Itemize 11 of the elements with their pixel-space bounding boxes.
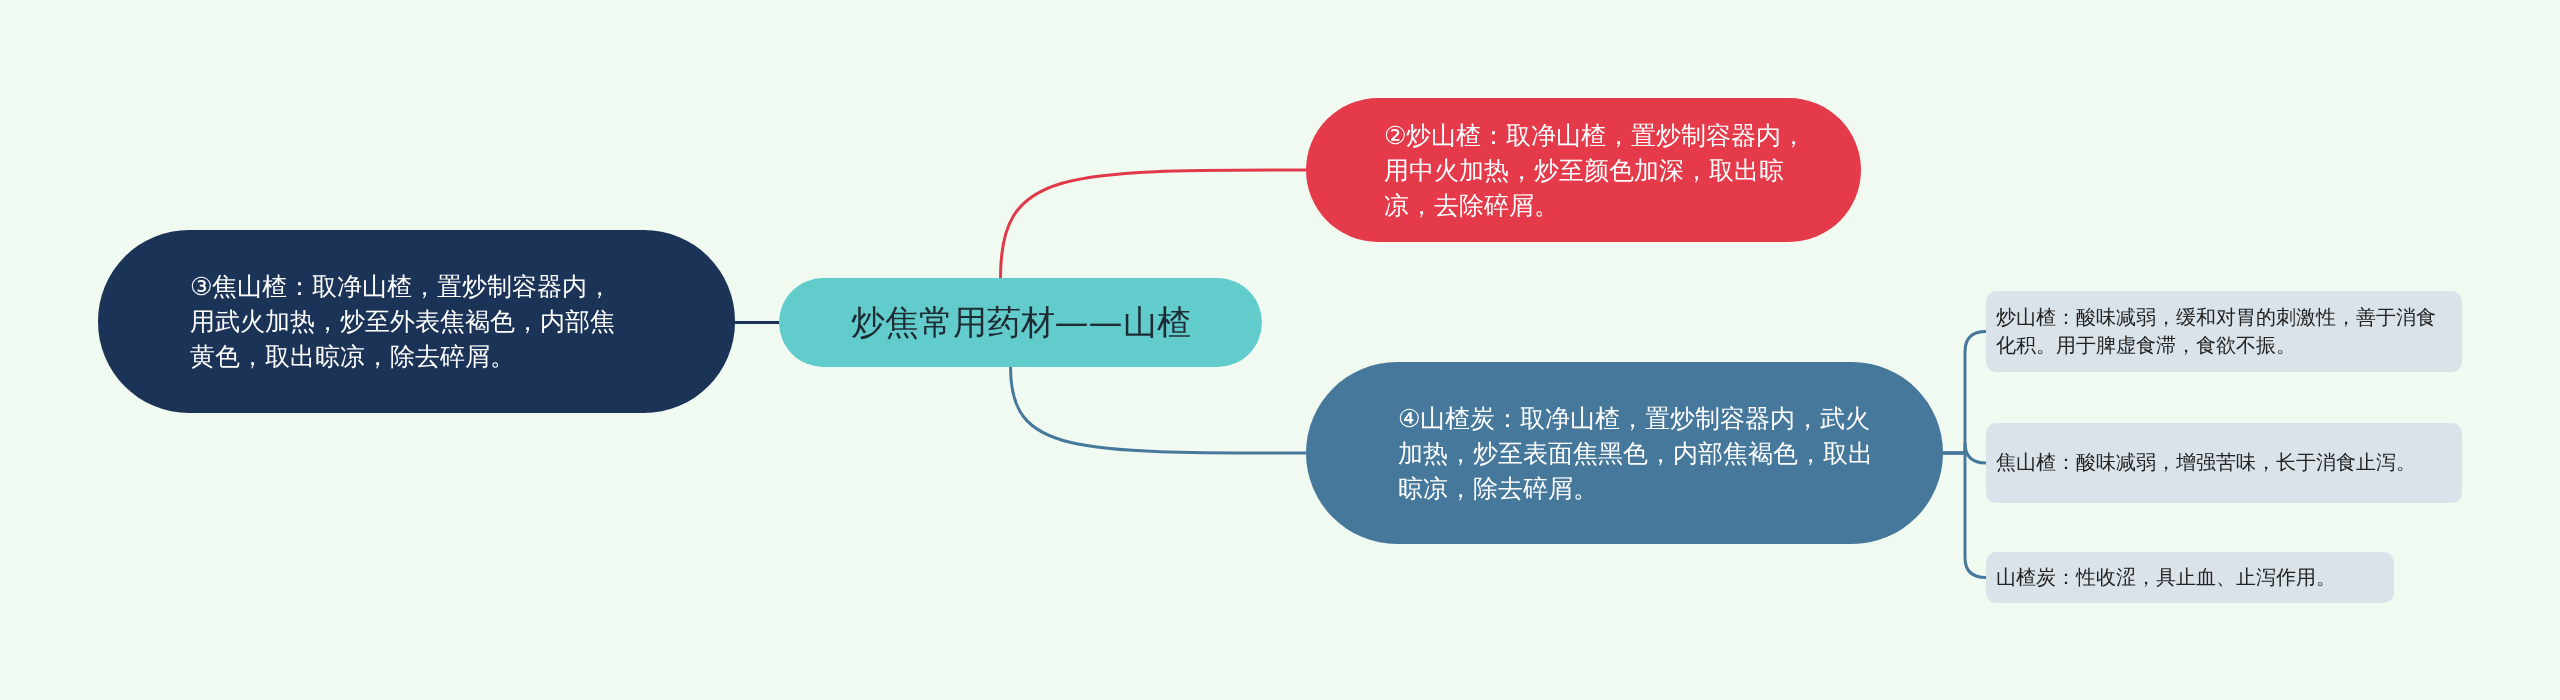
connector-line — [1943, 441, 1987, 465]
connector-line — [735, 321, 779, 324]
topic-box: 炒焦常用药材——山楂 — [779, 278, 1262, 367]
subtopic-box: 山楂炭：性收涩，具止血、止泻作用。 — [1986, 552, 2394, 603]
topic-box: ③焦山楂：取净山楂，置炒制容器内，用武火加热，炒至外表焦褐色，内部焦黄色，取出晾凉，除去碎屑。 — [98, 230, 735, 413]
connector-line — [999, 168, 1306, 279]
connector-line — [1009, 366, 1306, 455]
topic-box: ②炒山楂：取净山楂，置炒制容器内，用中火加热，炒至颜色加深，取出晾凉，去除碎屑。 — [1306, 98, 1861, 242]
subtopic-box: 炒山楂：酸味减弱，缓和对胃的刺激性，善于消食化积。用于脾虚食滞，食欲不振。 — [1986, 291, 2462, 372]
subtopic-box: 焦山楂：酸味减弱，增强苦味，长于消食止泻。 — [1986, 423, 2462, 503]
topic-box: ④山楂炭：取净山楂，置炒制容器内，武火加热，炒至表面焦黑色，内部焦褐色，取出晾凉，除去碎屑。 — [1306, 362, 1943, 544]
